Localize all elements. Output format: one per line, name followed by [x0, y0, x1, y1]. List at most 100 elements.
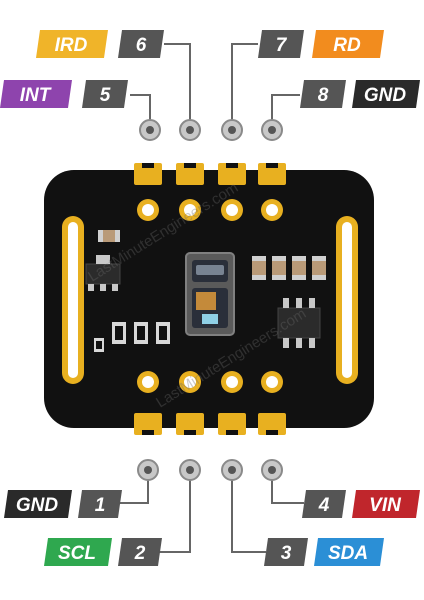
tag-pin-1-bg: [78, 490, 122, 518]
tag-pin-7-bg: [258, 30, 304, 58]
tag-pin-8-bg: [300, 80, 346, 108]
edge-notch: [266, 430, 278, 435]
tag-gnd-bottom: GND: [4, 490, 72, 518]
top-edge-notches: [142, 163, 278, 168]
regulator-tab: [96, 255, 110, 264]
edge-notch: [142, 163, 154, 168]
edge-notch: [226, 430, 238, 435]
ic-leg: [309, 298, 315, 308]
edge-pad: [258, 413, 286, 435]
resistor-body: [159, 326, 167, 340]
tag-scl-bg: [44, 538, 112, 566]
tag-pin-2: 2: [118, 538, 162, 566]
tag-pin-5-number: 5: [100, 85, 111, 106]
tag-sda: SDA: [314, 538, 384, 566]
leader-line-7: [231, 43, 258, 125]
tag-pin-1-number: 1: [95, 495, 106, 516]
tag-pin-1: 1: [78, 490, 122, 518]
capacitor: [312, 256, 326, 280]
leader-line-6: [164, 43, 191, 125]
tag-scl-label: SCL: [58, 543, 96, 564]
tag-pin-8: 8: [300, 80, 346, 108]
tag-rd-label: RD: [333, 35, 361, 56]
regulator-leg: [100, 284, 106, 291]
tag-scl: SCL: [44, 538, 112, 566]
resistor-body: [115, 326, 123, 340]
bottom-leader-lines: [118, 476, 304, 553]
edge-notch: [184, 430, 196, 435]
pin-6-center: [186, 126, 194, 134]
pin-3-center: [228, 466, 236, 474]
tag-gnd-top-bg: [352, 80, 420, 108]
leader-line-1: [118, 476, 149, 504]
cap-terminal: [292, 256, 306, 261]
edge-pad: [218, 163, 246, 185]
tag-pin-2-number: 2: [134, 543, 146, 564]
ic-leg: [296, 298, 302, 308]
edge-pad: [258, 163, 286, 185]
tag-sda-label: SDA: [328, 543, 368, 564]
pin-4-center: [268, 466, 276, 474]
edge-notch: [184, 163, 196, 168]
right-capacitor-row: [252, 256, 326, 280]
tag-rd: RD: [312, 30, 384, 58]
edge-pad: [134, 413, 162, 435]
smd-capacitor: [98, 230, 120, 242]
tag-vin-bg: [352, 490, 420, 518]
pin-8-center: [268, 126, 276, 134]
via-hole: [184, 204, 196, 216]
tag-pin-6: 6: [118, 30, 164, 58]
tag-pin-3: 3: [264, 538, 308, 566]
pin-5-center: [146, 126, 154, 134]
bottom-edge-notches: [142, 430, 278, 435]
tag-ird: IRD: [36, 30, 108, 58]
ic-leg: [309, 338, 315, 348]
photodiode-lens: [202, 314, 218, 324]
cap-terminal: [312, 275, 326, 280]
right-mount-slot-hole: [342, 222, 352, 378]
ic-leg: [283, 298, 289, 308]
bottom-header-pins: [137, 459, 283, 481]
tag-gnd-top: GND: [352, 80, 420, 108]
capacitor: [252, 256, 266, 280]
edge-notch: [142, 430, 154, 435]
leader-line-4: [271, 476, 304, 504]
ic-leg: [296, 338, 302, 348]
tag-vin: VIN: [352, 490, 420, 518]
pin-7-center: [228, 126, 236, 134]
cap-terminal: [272, 275, 286, 280]
leader-line-5: [130, 94, 151, 125]
edge-notch: [266, 163, 278, 168]
max30102-sensor: [185, 252, 235, 336]
leader-line-3: [231, 476, 266, 553]
tag-pin-8-number: 8: [318, 85, 329, 106]
tag-pin-5-bg: [82, 80, 128, 108]
tag-pin-6-number: 6: [136, 35, 147, 56]
pin-2-center: [186, 466, 194, 474]
top-leader-lines: [130, 43, 300, 125]
pin-1-center: [144, 466, 152, 474]
tag-gnd-top-label: GND: [364, 85, 407, 106]
voltage-regulator: [85, 255, 121, 291]
capacitor: [292, 256, 306, 280]
resistor-body: [137, 326, 145, 340]
edge-pad: [134, 163, 162, 185]
tag-rd-bg: [312, 30, 384, 58]
leader-line-2: [158, 476, 191, 553]
top-vias: [137, 199, 283, 221]
tag-gnd-bottom-bg: [4, 490, 72, 518]
cap-terminal: [115, 230, 120, 242]
tag-pin-4: 4: [302, 490, 346, 518]
top-edge-pads: [134, 163, 286, 185]
level-shifter-ic: [277, 298, 321, 348]
bottom-vias: [137, 371, 283, 393]
tag-pin-7: 7: [258, 30, 304, 58]
capacitor: [272, 256, 286, 280]
tag-ird-bg: [36, 30, 108, 58]
cap-terminal: [98, 230, 103, 242]
cap-terminal: [252, 275, 266, 280]
tag-int: INT: [0, 80, 72, 108]
left-resistor-row: [94, 322, 170, 352]
tag-pin-2-bg: [118, 538, 162, 566]
